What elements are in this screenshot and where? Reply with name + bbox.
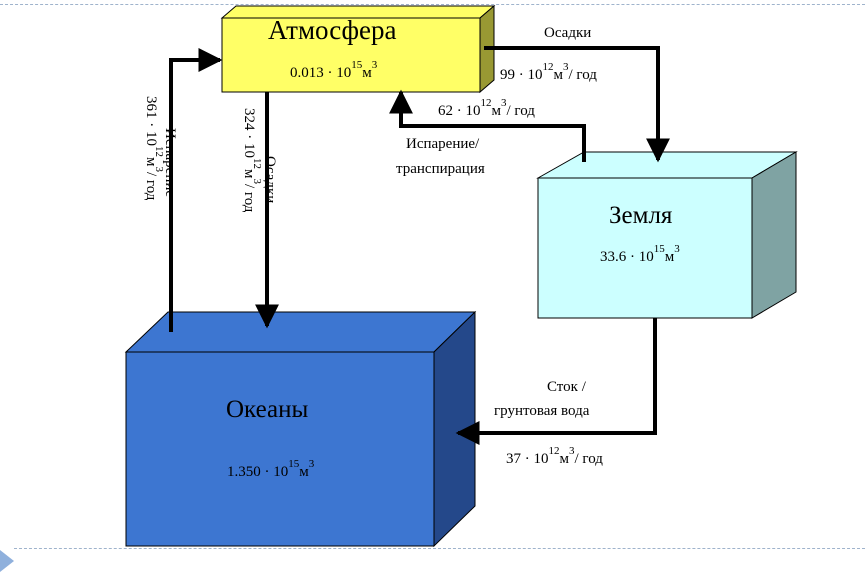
oceans-value: 1.350 · 1015м3 xyxy=(227,458,315,480)
slide-bottom-border xyxy=(14,548,865,549)
land-box-face xyxy=(537,177,753,319)
land-box-side xyxy=(751,151,797,319)
flow-runoff-label-line1: Сток / xyxy=(547,379,586,395)
oceans-box-face xyxy=(125,351,435,547)
atmosphere-title: Атмосфера xyxy=(268,15,397,45)
flow-evap-ocean-value: 361 · 1012м3/ год xyxy=(143,96,165,201)
flow-evap-land-value: 62 · 1012м3/ год xyxy=(438,97,535,119)
atmosphere-box-face xyxy=(221,17,481,93)
land-box-top xyxy=(536,151,798,179)
flow-evap-land-label-line2: транспирация xyxy=(396,161,485,177)
flow-precip-land-label: Осадки xyxy=(544,25,592,41)
arrow-land-to-atmosphere xyxy=(389,89,586,162)
slide-top-border xyxy=(0,4,865,5)
flow-precip-ocean-label: Осадки xyxy=(262,156,278,204)
oceans-title: Океаны xyxy=(226,396,309,423)
arrow-atmosphere-to-land xyxy=(484,46,670,163)
oceans-box-top xyxy=(124,311,477,353)
flow-runoff-value: 37 · 1012м3/ год xyxy=(506,445,603,467)
flow-evap-ocean-label: Испарение xyxy=(162,128,178,198)
flow-precip-land-value: 99 · 1012м3/ год xyxy=(500,61,597,83)
oceans-box xyxy=(124,310,477,548)
land-value: 33.6 · 1015м3 xyxy=(600,243,680,265)
arrow-oceans-to-atmosphere xyxy=(169,48,223,332)
atmosphere-value: 0.013 · 1015м3 xyxy=(290,59,378,81)
flow-precip-ocean-value: 324 · 1012м3/ год xyxy=(241,108,263,213)
land-box xyxy=(536,151,798,319)
arrow-land-to-oceans xyxy=(455,318,657,445)
land-title: Земля xyxy=(609,202,673,229)
flow-runoff-label-line2: грунтовая вода xyxy=(494,403,590,419)
slide-marker-arrow-icon xyxy=(0,550,14,572)
oceans-box-side xyxy=(433,310,476,548)
flow-evap-land-label-line1: Испарение/ xyxy=(406,136,480,152)
